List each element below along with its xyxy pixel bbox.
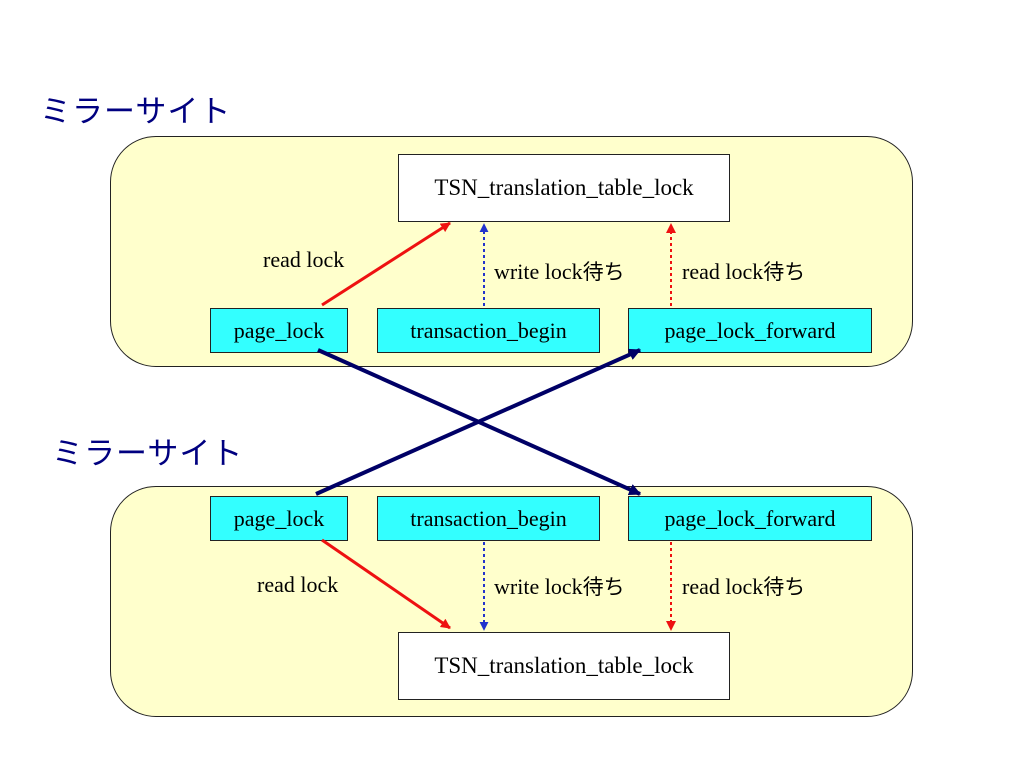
- top-write-wait-text: write lock: [494, 259, 583, 284]
- bottom-page-lock-forward-box: page_lock_forward: [628, 496, 872, 541]
- top-read-lock-label: read lock: [263, 247, 345, 272]
- top-read-lock-arrow: [321, 221, 451, 307]
- bottom-site-title: ミラーサイト: [52, 436, 244, 472]
- top-page-lock-box: page_lock: [210, 308, 348, 353]
- top-read-wait-text: read lock: [682, 259, 764, 284]
- top-write-wait-jp: 待ち: [582, 260, 625, 284]
- bottom-read-lock-arrow: [321, 538, 451, 630]
- top-read-wait-label: read lock待ち: [682, 256, 805, 286]
- bottom-read-wait-label: read lock待ち: [682, 571, 805, 601]
- bottom-read-wait-text: read lock: [682, 574, 764, 599]
- top-table-lock-box: TSN_translation_table_lock: [398, 154, 730, 222]
- bottom-table-lock-box: TSN_translation_table_lock: [398, 632, 730, 700]
- cross-arrow-bottom-to-top: [315, 348, 642, 496]
- bottom-read-lock-label: read lock: [257, 572, 339, 597]
- bottom-write-wait-jp: 待ち: [582, 575, 625, 599]
- top-transaction-begin-box: transaction_begin: [377, 308, 600, 353]
- top-write-wait-label: write lock待ち: [494, 256, 625, 286]
- top-read-wait-jp: 待ち: [763, 260, 806, 284]
- bottom-page-lock-box: page_lock: [210, 496, 348, 541]
- bottom-transaction-begin-box: transaction_begin: [377, 496, 600, 541]
- bottom-read-wait-jp: 待ち: [763, 575, 806, 599]
- top-page-lock-forward-box: page_lock_forward: [628, 308, 872, 353]
- bottom-write-wait-text: write lock: [494, 574, 583, 599]
- top-site-title: ミラーサイト: [40, 94, 232, 130]
- bottom-write-wait-label: write lock待ち: [494, 571, 625, 601]
